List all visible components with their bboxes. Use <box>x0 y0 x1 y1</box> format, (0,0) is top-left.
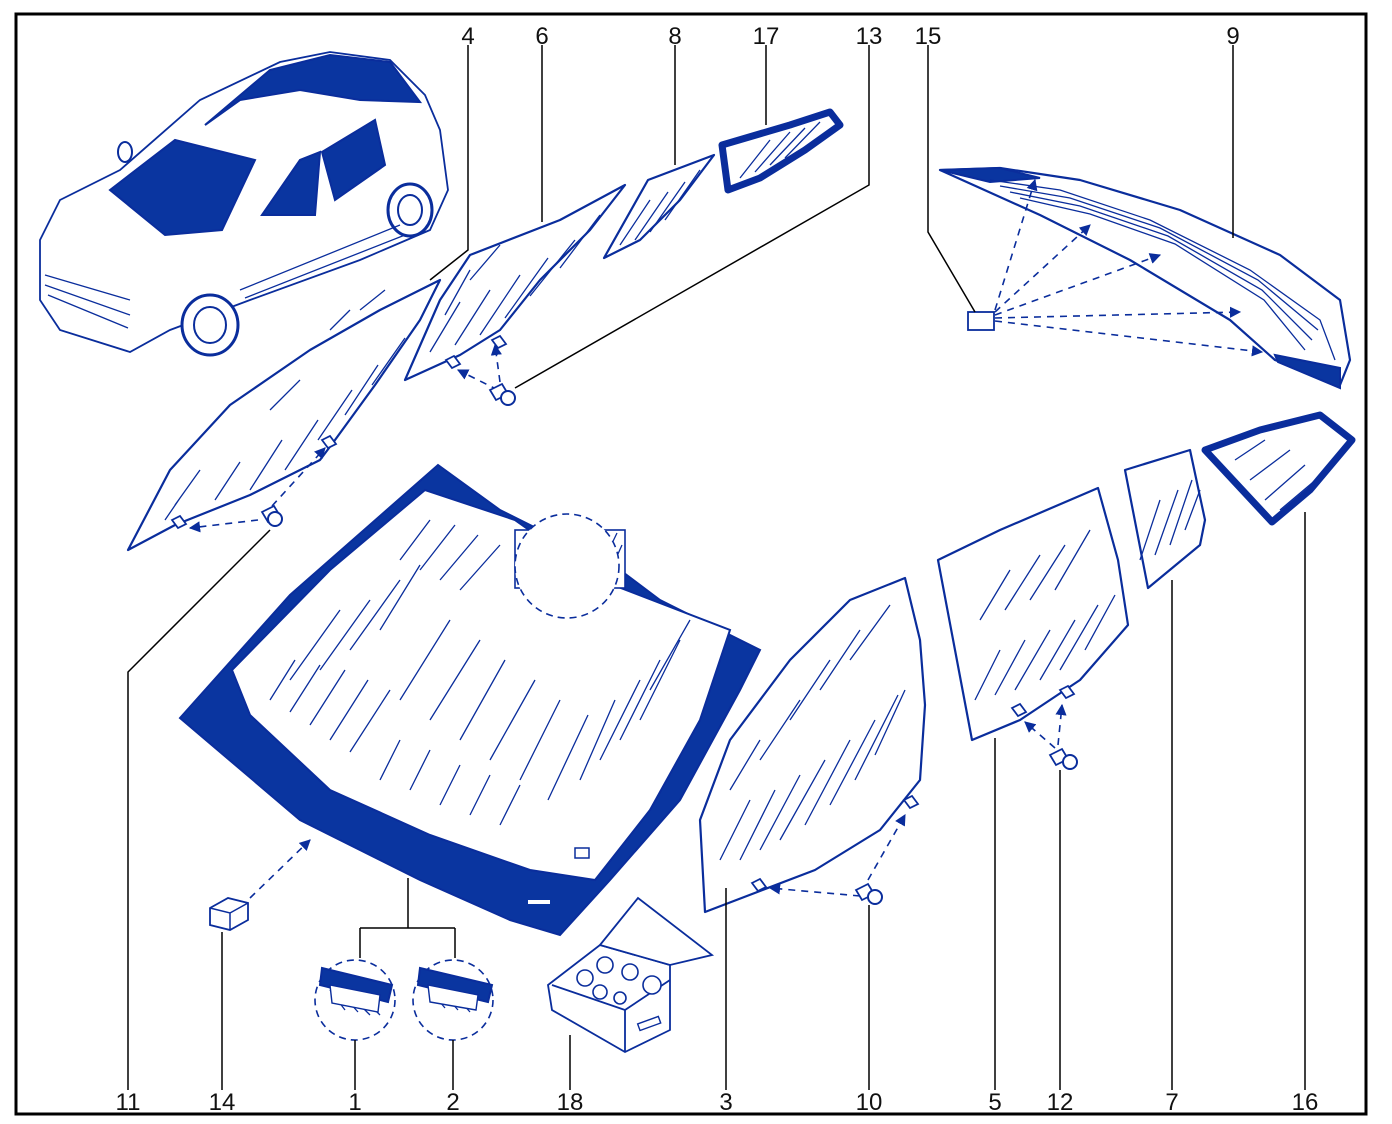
callout-16: 16 <box>1292 1089 1319 1116</box>
glass-part-3 <box>698 576 927 914</box>
callout-7: 7 <box>1165 1089 1178 1116</box>
adhesive-block-15 <box>967 311 995 331</box>
glass-part-8 <box>602 153 716 260</box>
callout-3: 3 <box>719 1089 732 1116</box>
glass-part-17 <box>718 108 844 194</box>
glass-part-5 <box>936 486 1130 770</box>
leader-lines <box>127 45 1306 1090</box>
adhesive-block-14 <box>209 839 311 931</box>
callout-4: 4 <box>461 23 474 50</box>
callout-5: 5 <box>988 1089 1001 1116</box>
glass-part-6 <box>403 183 627 406</box>
sensor-detail-1 <box>314 959 396 1041</box>
glass-part-4 <box>126 278 442 552</box>
callout-18: 18 <box>557 1089 584 1116</box>
glass-part-16 <box>1201 411 1356 526</box>
callout-15: 15 <box>915 23 942 50</box>
repair-kit-box <box>547 896 715 1054</box>
car-overview <box>39 51 449 357</box>
rear-window <box>938 166 1352 390</box>
clip-11 <box>260 504 283 527</box>
callout-9: 9 <box>1226 23 1239 50</box>
callout-11: 11 <box>116 1089 141 1116</box>
leader-windscreen-sensors <box>359 878 456 958</box>
callout-17: 17 <box>753 23 780 50</box>
glass-part-7 <box>1123 448 1207 590</box>
callout-14: 14 <box>209 1089 236 1116</box>
clip-13 <box>488 382 516 406</box>
callout-12: 12 <box>1047 1089 1074 1116</box>
callout-13: 13 <box>856 23 883 50</box>
diagram-frame <box>14 12 1368 1116</box>
callout-8: 8 <box>668 23 681 50</box>
clip-10 <box>854 882 883 905</box>
windscreen <box>178 463 762 937</box>
clip-12 <box>1048 747 1078 770</box>
sensor-detail-2 <box>412 959 494 1041</box>
callout-10: 10 <box>856 1089 883 1116</box>
callout-2: 2 <box>446 1089 459 1116</box>
callouts: 4 6 8 17 13 15 9 11 14 1 2 18 3 10 5 12 … <box>116 23 1319 1116</box>
callout-6: 6 <box>535 23 548 50</box>
callout-1: 1 <box>348 1089 361 1116</box>
